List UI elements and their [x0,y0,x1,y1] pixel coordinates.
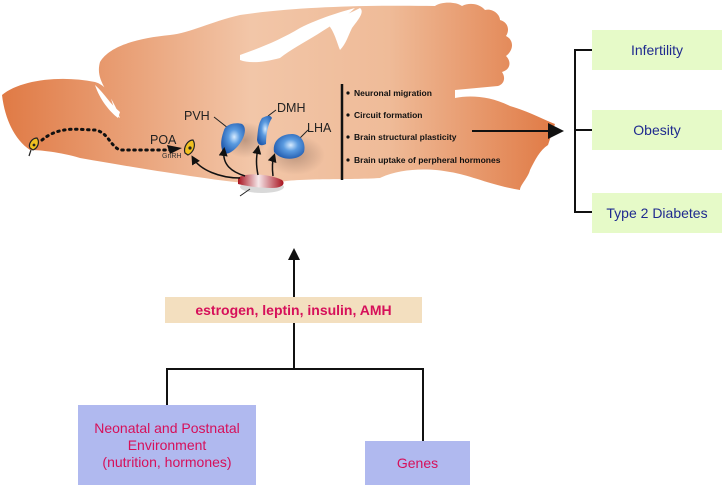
hormones-label: estrogen, leptin, insulin, AMH [195,302,392,318]
tree-branch [166,368,424,441]
arcuate-nucleus [238,174,284,188]
brain-silhouette [2,2,555,191]
environment-line: Environment [127,436,207,453]
gnrh-migration-path [40,127,172,152]
outcome-label: Type 2 Diabetes [606,205,708,221]
lha-label: LHA [307,121,332,135]
process-item: Brain uptake of perpheral hormones [354,155,501,165]
lha-nucleus [273,134,305,159]
bullet-icon [346,91,350,95]
outcome-label: Obesity [633,122,681,138]
environment-line: Neonatal and Postnatal [94,419,240,436]
pvh-nucleus [221,123,245,154]
genes-box: Genes [365,441,470,485]
outcome-infertility: Infertility [592,30,722,70]
process-item: Brain structural plasticity [354,132,457,142]
pvh-label: PVH [184,109,210,123]
gnrh-neuron-icon [183,139,195,156]
bullet-icon [346,113,350,117]
dmh-nucleus [257,115,272,146]
outcome-label: Infertility [630,42,684,58]
outcome-obesity: Obesity [592,110,722,150]
hormones-box: estrogen, leptin, insulin, AMH [165,297,422,323]
arc-to-poa-arrow [191,155,241,179]
environment-line: (nutrition, hormones) [102,453,232,470]
poa-label: POA [150,133,177,147]
arc-to-dmh-arrow [252,145,262,176]
outcome-type2-diabetes: Type 2 Diabetes [592,193,722,233]
brain-fissure [240,8,355,63]
brain-fissure [95,85,120,118]
genes-label: Genes [396,454,439,471]
arcuate-leader [239,188,251,197]
pvh-leader [213,116,229,129]
gnrh-arrowhead [167,145,182,154]
gnrh-label: GnRH [162,153,181,160]
bullet-icon [346,158,350,162]
process-item: Neuronal migration [354,88,432,98]
gnrh-neuron-icon [28,137,39,157]
bullet-icon [346,135,350,139]
brain-fissure [326,8,362,50]
dmh-leader [267,109,277,117]
dmh-label: DMH [277,101,305,115]
arc-to-pvh-arrow [218,147,246,177]
arc-to-lha-arrow [267,153,277,177]
process-item: Circuit formation [354,110,422,120]
environment-box: Neonatal and Postnatal Environment (nutr… [78,405,256,485]
